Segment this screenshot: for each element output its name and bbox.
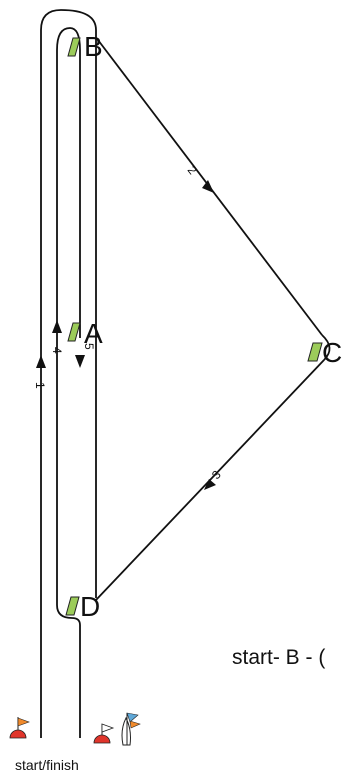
arrow-leg-3 [204, 479, 216, 490]
arrow-leg-4 [52, 320, 62, 333]
leg-number-5: 5 [82, 343, 96, 350]
mark-b-buoy [67, 37, 81, 57]
mark-a-label: A [84, 318, 103, 349]
c-rounding-path [321, 334, 331, 361]
mark-c-buoy [307, 342, 323, 362]
leg-number-1: 1 [33, 382, 47, 389]
start-boat-left-icon [9, 717, 30, 739]
outer-loop-path [40, 9, 97, 738]
mark-d-label: D [80, 591, 100, 622]
mark-b-label: B [84, 31, 103, 62]
mark-c-label: C [322, 337, 342, 368]
arrow-leg-2 [202, 180, 214, 193]
mark-d-buoy [65, 596, 80, 616]
start-boat-right-icon [93, 723, 115, 744]
arrow-leg-1 [36, 355, 46, 368]
mark-a-buoy [67, 322, 81, 342]
leg-number-4: 4 [50, 347, 64, 354]
sailboat-icon [121, 712, 141, 746]
inner-loop-path [56, 27, 81, 738]
start-finish-label: start/finish [15, 757, 79, 773]
arrow-leg-5 [75, 355, 85, 368]
course-sequence-text: start- B - ( [232, 646, 326, 669]
